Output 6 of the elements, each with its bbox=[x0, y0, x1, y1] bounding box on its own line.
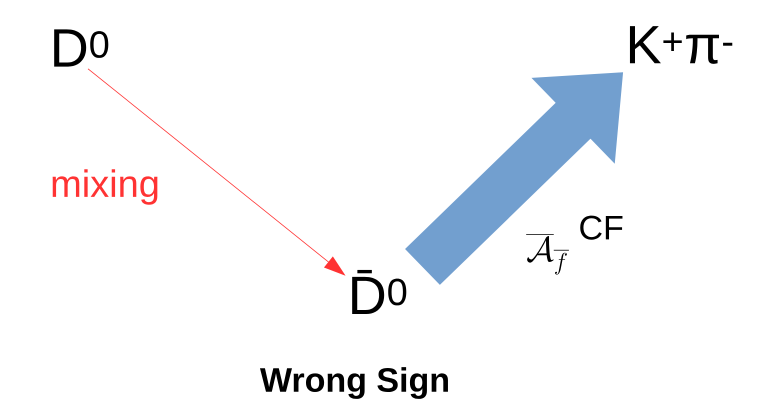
caption: Wrong Sign bbox=[260, 367, 448, 399]
edge-label: mixing bbox=[49, 168, 161, 206]
particle-label: D$^{0}$ bbox=[54, 29, 108, 67]
edge-label: $\overline{\mathcal{A}}_{\overline{f}}\;\raisebox{1.2ex}{\textsf{CF}}$ bbox=[525, 214, 625, 276]
particle-label: K$^{+}$π$^{-}$ bbox=[630, 26, 732, 64]
particle-label: D̄$^{0}$ bbox=[352, 270, 406, 314]
